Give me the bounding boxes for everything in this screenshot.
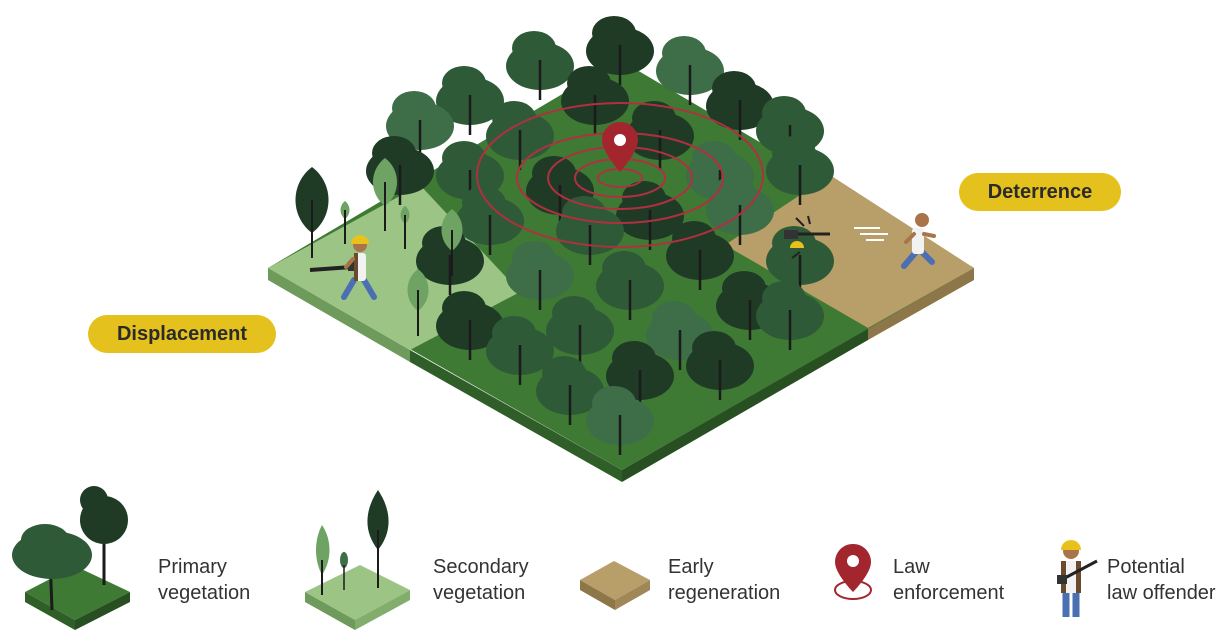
- tree: [436, 291, 504, 360]
- signal-ring-5: [476, 102, 764, 248]
- tree: [486, 316, 554, 385]
- slab-side-right-primary: [622, 328, 868, 482]
- slab-side-left-secondary: [268, 268, 410, 362]
- legend-primary-vegetation-icon: [12, 486, 130, 630]
- tree: [546, 296, 614, 365]
- tree: [586, 16, 654, 85]
- slab-side-left-primary: [410, 350, 622, 482]
- tree: [706, 176, 774, 245]
- tree: [561, 66, 629, 135]
- law-enforcement-pin-icon: [602, 122, 638, 172]
- tree: [506, 241, 574, 310]
- dropped-chainsaw-icon: [784, 215, 830, 259]
- fleeing-offender-icon: [854, 213, 936, 269]
- tree: [596, 251, 664, 320]
- secondary-tree: [373, 158, 397, 231]
- tree: [586, 386, 654, 455]
- tree: [766, 136, 834, 205]
- tree: [756, 281, 824, 350]
- early-regeneration-ground: [725, 175, 974, 328]
- tree: [436, 66, 504, 135]
- tree: [486, 101, 554, 170]
- legend-offender-icon: [1057, 540, 1098, 617]
- displacement-label: Displacement: [88, 315, 276, 353]
- secondary-tree: [295, 167, 329, 258]
- secondary-tree: [441, 209, 463, 276]
- secondary-tree: [407, 269, 429, 336]
- secondary-tree: [400, 206, 410, 249]
- offender-with-chainsaw-icon: [309, 235, 377, 300]
- tree: [686, 331, 754, 400]
- tree: [666, 221, 734, 290]
- tree: [656, 36, 724, 105]
- tree: [706, 71, 774, 140]
- deterrence-label: Deterrence: [959, 173, 1121, 211]
- legend-early-regeneration-icon: [580, 561, 650, 610]
- legend-law-enforcement-pin-icon: [834, 544, 872, 600]
- tree: [506, 31, 574, 100]
- tree: [456, 186, 524, 255]
- tree: [536, 356, 604, 425]
- secondary-vegetation-trees: [295, 158, 463, 336]
- slab-side-right-early: [868, 268, 974, 340]
- secondary-tree: [340, 201, 350, 244]
- legend-secondary-vegetation-icon: [305, 490, 410, 630]
